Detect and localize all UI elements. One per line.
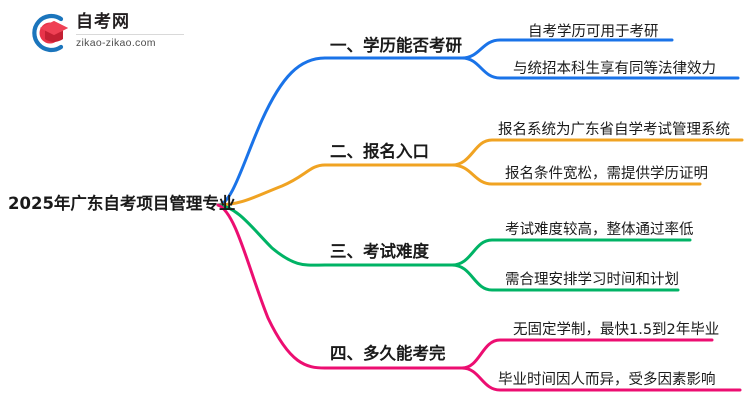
branch-node-3-label: 三、考试难度 <box>330 242 429 261</box>
leaf-wire-1b <box>460 56 740 80</box>
branch-wire-1 <box>216 56 327 207</box>
leaf-node-4-1: 无固定学制，最快1.5到2年毕业 <box>513 322 720 338</box>
branch-node-4-label: 四、多久能考完 <box>330 344 446 363</box>
logo-url: zikao-zikao.com <box>76 37 156 49</box>
leaf-wire-4a <box>460 338 714 370</box>
leaf-node-1-2: 与统招本科生享有同等法律效力 <box>513 61 716 77</box>
branch-node-2-label: 二、报名入口 <box>330 142 429 161</box>
branch-wire-3 <box>216 203 327 267</box>
leaf-wire-2b <box>450 163 702 186</box>
leaf-node-3-2: 需合理安排学习时间和计划 <box>505 272 679 288</box>
leaf-node-2-2: 报名条件宽松，需提供学历证明 <box>505 166 708 182</box>
logo-name-cn: 自考网 <box>76 12 130 32</box>
branch-node-1-label: 一、学历能否考研 <box>330 36 462 55</box>
branch-wire-2 <box>216 163 327 207</box>
graduation-cap-logo-icon <box>32 13 68 53</box>
branch-wire-4 <box>216 203 327 370</box>
leaf-wire-3a <box>450 238 692 267</box>
leaf-node-2-1: 报名系统为广东省自学考试管理系统 <box>498 122 730 138</box>
leaf-wire-4b <box>460 366 742 392</box>
leaf-node-4-2: 毕业时间因人而异，受多因素影响 <box>498 372 716 388</box>
site-logo[interactable]: 自考网 zikao-zikao.com <box>28 10 208 56</box>
root-node-label: 2025年广东自考项目管理专业 <box>8 194 236 213</box>
leaf-wire-3b <box>450 263 680 292</box>
logo-divider <box>76 34 184 35</box>
leaf-node-3-1: 考试难度较高，整体通过率低 <box>505 222 694 238</box>
leaf-node-1-1: 自考学历可用于考研 <box>528 24 659 40</box>
logo-text-block: 自考网 zikao-zikao.com <box>76 12 184 49</box>
leaf-wire-1a <box>460 38 674 60</box>
